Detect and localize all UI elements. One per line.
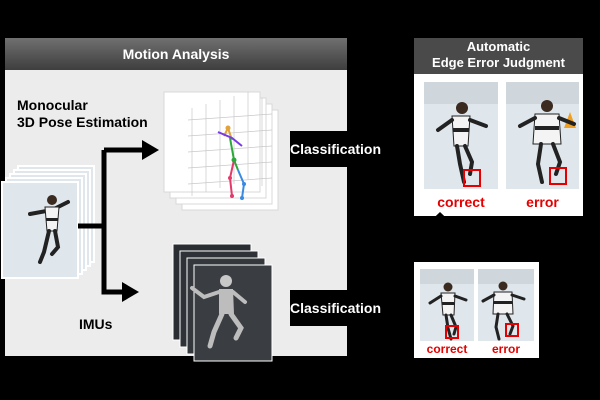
judgment-title-line1: Automatic [466,39,531,54]
input-skater-figure [28,195,70,264]
pose-estimation-label-line2: 3D Pose Estimation [17,114,148,130]
imu-error-edge-box [505,323,519,337]
motion-analysis-title: Motion Analysis [122,46,230,62]
imu-correct-label: correct [426,342,468,356]
judgment-correct-edge-box [463,169,481,187]
judgment-error-edge-box [549,167,567,185]
imu-correct-edge-box [445,325,459,339]
judgment-correct-label: correct [437,194,485,210]
classification-arrow-top [290,117,411,181]
branch-arrows [78,140,159,302]
classification-label-bottom: Classification [290,300,382,316]
imu-error-label: error [491,342,520,356]
classification-label-top: Classification [290,141,382,157]
imu-label: IMUs [79,316,113,332]
pose-3d-plot-stack [163,91,279,211]
pose-skeleton [217,125,246,200]
judgment-error-label: error [526,194,559,210]
imu-avatar-figure [190,275,247,349]
evaluation-double-arrow [419,212,461,266]
judgment-error-image [506,82,579,189]
evaluation-label: Evaluation [472,232,543,248]
pose-estimation-label-line1: Monocular [17,97,88,113]
motion-analysis-header [5,38,347,70]
imu-render-stack [172,243,273,362]
judgment-correct-image [424,82,498,189]
judgment-title-line2: Edge Error Judgment [432,55,565,70]
classification-arrow-bottom [290,276,411,340]
imu-error-image [478,269,534,341]
